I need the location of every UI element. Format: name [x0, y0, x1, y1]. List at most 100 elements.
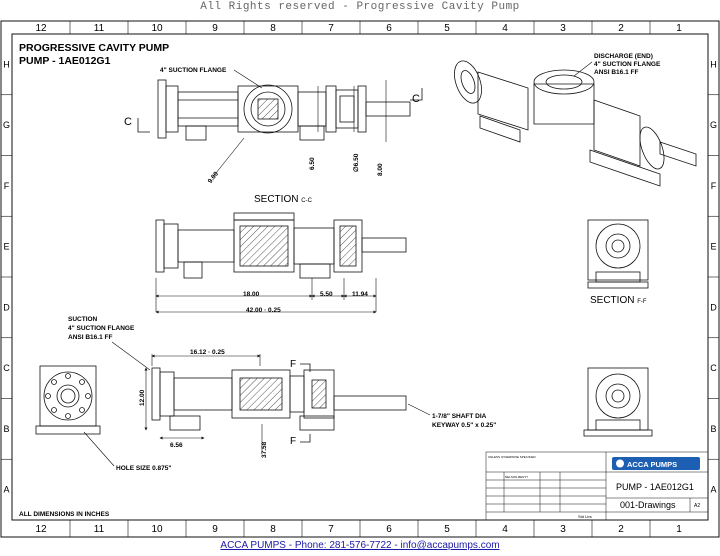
discharge-leader — [573, 61, 593, 77]
pump-section-view — [155, 212, 407, 279]
discharge-end-view-ff — [587, 219, 649, 289]
grid-column-label: 10 — [151, 23, 163, 34]
suction-callout-line2: 4" SUCTION FLANGE — [68, 325, 135, 332]
section-ff-label: SECTION F-F — [590, 295, 647, 306]
grid-column-label: 2 — [618, 524, 624, 535]
dimension-42-00: 42.00 · 0.25 — [246, 307, 281, 314]
drawing-title-line2: PUMP - 1AE012G1 — [19, 55, 111, 67]
dimension-diam-6-50: ∅6.50 — [352, 153, 360, 172]
dimension-9-00: 9.00 — [207, 170, 221, 185]
dimension-6-56: 6.56 — [170, 442, 183, 449]
grid-row-label: D — [710, 302, 717, 312]
grid-row-label: F — [711, 181, 717, 191]
grid-column-label: 1 — [676, 23, 682, 34]
grid-column-label: 5 — [444, 524, 450, 535]
title-block-drawing-number: 001-Drawings — [620, 500, 676, 510]
drawing-title-line1: PROGRESSIVE CAVITY PUMP — [19, 42, 169, 54]
grid-column-label: 4 — [502, 524, 508, 535]
grid-column-label: 11 — [94, 524, 105, 535]
section-cc-label: SECTION C-C — [254, 194, 313, 205]
dimension-16-12: 16.12 · 0.25 — [190, 349, 225, 356]
pump-isometric-view — [454, 60, 697, 187]
section-f-top-marker: F — [290, 359, 311, 372]
grid-row-label: H — [3, 59, 10, 69]
contact-footer[interactable]: ACCA PUMPS - Phone: 281-576-7722 - info@… — [220, 540, 500, 551]
discharge-callout-line2: 4" SUCTION FLANGE — [594, 61, 661, 68]
svg-text:C: C — [124, 116, 132, 128]
discharge-callout-line3: ANSI B16.1 FF — [594, 69, 638, 76]
grid-column-label: 8 — [270, 23, 276, 34]
grid-row-label: A — [3, 485, 9, 495]
pump-side-view — [151, 367, 407, 431]
grid-column-label: 6 — [386, 23, 392, 34]
suction-leader — [111, 341, 151, 371]
shaft-callout-line2: KEYWAY 0.5" x 0.25" — [432, 422, 496, 429]
grid-row-label: A — [710, 485, 716, 495]
grid-column-label: 3 — [560, 23, 566, 34]
grid-column-label: 11 — [94, 23, 105, 34]
grid-row-label: G — [710, 120, 717, 130]
grid-column-label: 6 — [386, 524, 392, 535]
grid-column-label: 9 — [212, 524, 218, 535]
shaft-callout-line1: 1-7/8" SHAFT DIA — [432, 413, 487, 420]
side-view-dimensions — [144, 354, 263, 452]
title-block-size: A2 — [694, 503, 700, 509]
grid-row-label: G — [3, 120, 10, 130]
hole-size-callout: HOLE SIZE 0.875" — [116, 465, 171, 472]
suction-callout-line3: ANSI B16.1 FF — [68, 334, 112, 341]
dimensions-note: ALL DIMENSIONS IN INCHES — [19, 511, 110, 518]
dimension-6-50: 6.50 — [309, 157, 316, 170]
grid-column-label: 12 — [35, 23, 47, 34]
dimension-12-00: 12.00 — [139, 389, 146, 406]
dimension-18-00: 18.00 — [243, 291, 260, 298]
hole-size-leader — [83, 431, 115, 467]
svg-text:C: C — [412, 93, 420, 105]
title-block-note: UNLESS OTHERWISE SPECIFIED — [488, 455, 536, 459]
dimension-5-50: 5.50 — [320, 291, 333, 298]
suction-flange-end-view — [35, 365, 101, 435]
grid-column-label: 7 — [328, 524, 334, 535]
dimension-37-58: 37.58 — [261, 441, 268, 458]
title-block-drawn-by: NELSON BENTY — [505, 475, 528, 479]
grid-row-label: E — [3, 242, 9, 252]
grid-column-label: 8 — [270, 524, 276, 535]
svg-text:F: F — [290, 436, 296, 447]
grid-column-label: 4 — [502, 23, 508, 34]
dimension-11-94: 11.94 — [352, 291, 368, 298]
suction-flange-callout: 4" SUCTION FLANGE — [160, 67, 227, 74]
grid-column-label: 12 — [35, 524, 47, 535]
discharge-callout-line1: DISCHARGE (END) — [594, 53, 653, 60]
grid-row-label: B — [710, 424, 716, 434]
copyright-banner: All Rights reserved - Progressive Cavity… — [200, 1, 520, 13]
acca-pumps-logo: ACCA PUMPS — [612, 457, 700, 470]
section-c-right-marker: C — [410, 88, 423, 105]
grid-row-label: C — [3, 363, 10, 373]
grid-column-label: 3 — [560, 524, 566, 535]
grid-column-label: 2 — [618, 23, 624, 34]
grid-column-label: 7 — [328, 23, 334, 34]
svg-text:F: F — [290, 359, 296, 370]
svg-text:ACCA PUMPS: ACCA PUMPS — [627, 460, 677, 469]
grid-row-label: D — [3, 302, 10, 312]
suction-callout-line1: SUCTION — [68, 316, 98, 323]
sheet-inner-border — [11, 33, 709, 521]
grid-row-label: C — [710, 363, 717, 373]
grid-column-label: 9 — [212, 23, 218, 34]
section-view-dimensions — [155, 278, 377, 314]
grid-column-label: 5 — [444, 23, 450, 34]
dimension-8-00: 8.00 — [377, 163, 384, 176]
title-block-drawing-title: PUMP - 1AE012G1 — [616, 482, 694, 492]
section-f-bottom-marker: F — [290, 434, 311, 447]
grid-column-label: 10 — [151, 524, 163, 535]
discharge-end-view-bottom — [583, 367, 653, 437]
title-block-scale: Std Ltrs — [578, 514, 592, 519]
grid-column-label: 1 — [676, 524, 682, 535]
grid-row-label: E — [710, 242, 716, 252]
section-c-left-marker: C — [124, 116, 150, 133]
shaft-leader — [407, 403, 431, 416]
title-block — [485, 451, 709, 521]
grid-row-label: F — [4, 181, 10, 191]
pump-top-view — [157, 79, 411, 141]
